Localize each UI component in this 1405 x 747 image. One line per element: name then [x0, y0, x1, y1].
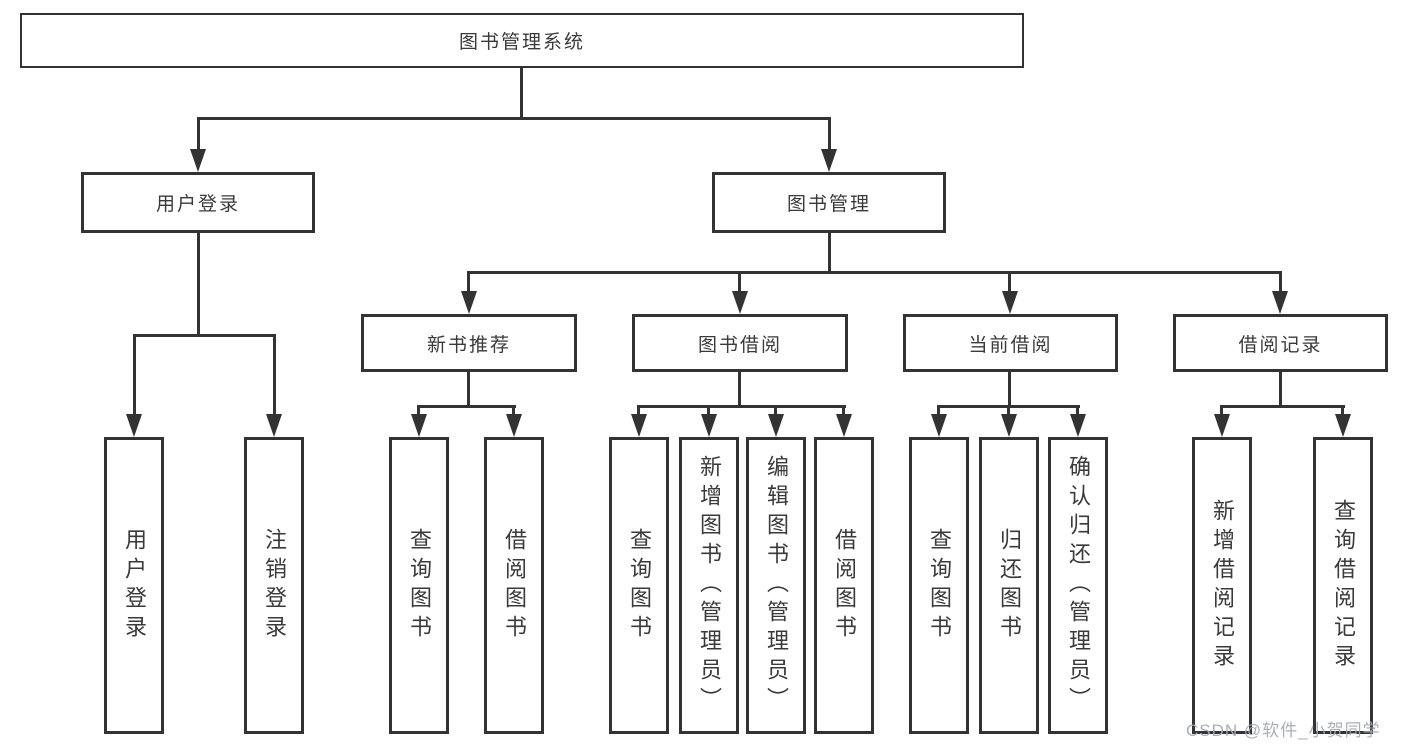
arrowhead-down-icon [1335, 414, 1351, 437]
node-leaf-user-login: 用户登录 [104, 437, 164, 734]
connector-line [467, 271, 470, 293]
node-new-book-recommendation: 新书推荐 [361, 314, 577, 372]
arrowhead-down-icon [126, 414, 142, 437]
connector-line [937, 405, 940, 416]
connector-line [417, 405, 420, 416]
node-label: 确认归还（管理员） [1066, 455, 1091, 716]
connector-line [197, 117, 831, 120]
node-label: 新增图书（管理员） [697, 455, 722, 716]
node-leaf-borrow-books: 借阅图书 [814, 437, 874, 734]
arrowhead-down-icon [1070, 414, 1086, 437]
connector-line [1008, 371, 1011, 408]
node-leaf-query-books-borrowing: 查询图书 [609, 437, 669, 734]
node-current-borrowing: 当前借阅 [903, 314, 1118, 372]
node-label: 查询借阅记录 [1331, 498, 1356, 673]
node-label: 归还图书 [997, 527, 1022, 644]
node-leaf-borrow-books-recommend: 借阅图书 [484, 437, 544, 734]
node-label: 注销登录 [262, 527, 287, 644]
connector-line [637, 405, 846, 408]
arrowhead-down-icon [836, 414, 852, 437]
node-leaf-confirm-return-admin: 确认归还（管理员） [1048, 437, 1108, 734]
node-leaf-query-borrow-record: 查询借阅记录 [1313, 437, 1373, 734]
node-label: 借阅图书 [832, 527, 857, 644]
arrowhead-down-icon [1002, 291, 1018, 314]
arrowhead-down-icon [931, 414, 947, 437]
node-label: 借阅图书 [502, 527, 527, 644]
arrowhead-down-icon [266, 414, 282, 437]
node-label: 借阅记录 [1238, 334, 1323, 356]
node-label: 编辑图书（管理员） [764, 455, 789, 716]
node-label: 用户登录 [122, 527, 147, 644]
connector-line [738, 271, 741, 293]
connector-line [1341, 405, 1344, 416]
node-label: 查询图书 [627, 527, 652, 644]
arrowhead-down-icon [732, 291, 748, 314]
connector-line [512, 405, 515, 416]
connector-line [1220, 405, 1223, 416]
connector-line [1007, 405, 1010, 416]
arrowhead-down-icon [701, 414, 717, 437]
node-leaf-return-books: 归还图书 [979, 437, 1039, 734]
arrowhead-down-icon [1272, 291, 1288, 314]
node-label: 新书推荐 [426, 334, 511, 356]
connector-line [828, 233, 831, 274]
connector-line [1220, 405, 1345, 408]
arrowhead-down-icon [1214, 414, 1230, 437]
connector-line [417, 405, 516, 408]
connector-line [197, 233, 200, 337]
arrowhead-down-icon [1001, 414, 1017, 437]
connector-line [1279, 371, 1282, 408]
arrowhead-down-icon [506, 414, 522, 437]
node-label: 用户登录 [155, 194, 240, 215]
node-book-borrowing: 图书借阅 [632, 314, 848, 372]
connector-line [1076, 405, 1079, 416]
connector-line [197, 117, 200, 152]
connector-line [738, 371, 741, 408]
connector-line [707, 405, 710, 416]
arrowhead-down-icon [190, 149, 206, 172]
connector-line [133, 334, 276, 337]
connector-line [637, 405, 640, 416]
node-label: 新增借阅记录 [1210, 498, 1235, 673]
arrowhead-down-icon [768, 414, 784, 437]
connector-line [520, 68, 523, 120]
node-label: 查询图书 [407, 527, 432, 644]
node-book-management: 图书管理 [712, 172, 946, 233]
node-leaf-logout: 注销登录 [244, 437, 304, 734]
connector-line [133, 334, 136, 417]
connector-line [467, 271, 1282, 274]
node-user-login: 用户登录 [81, 172, 315, 233]
connector-line [774, 405, 777, 416]
node-borrowing-records: 借阅记录 [1173, 314, 1388, 372]
arrowhead-down-icon [411, 414, 427, 437]
node-label: 图书管理 [786, 194, 871, 215]
arrowhead-down-icon [461, 291, 477, 314]
node-label: 查询图书 [927, 527, 952, 644]
connector-line [273, 334, 276, 417]
node-leaf-edit-books-admin: 编辑图书（管理员） [746, 437, 806, 734]
node-leaf-query-books-recommend: 查询图书 [389, 437, 449, 734]
connector-line [842, 405, 845, 416]
node-leaf-add-borrow-record: 新增借阅记录 [1192, 437, 1252, 734]
arrowhead-down-icon [631, 414, 647, 437]
node-leaf-add-books-admin: 新增图书（管理员） [679, 437, 739, 734]
node-library-system: 图书管理系统 [20, 13, 1024, 68]
node-label: 当前借阅 [968, 334, 1053, 356]
connector-line [467, 371, 470, 408]
node-label: 图书管理系统 [458, 32, 585, 53]
arrowhead-down-icon [821, 149, 837, 172]
csdn-watermark: CSDN @软件_小贺同学 [1186, 721, 1381, 740]
connector-line [1279, 271, 1282, 293]
node-leaf-query-books-current: 查询图书 [909, 437, 969, 734]
node-label: 图书借阅 [697, 334, 782, 356]
connector-line [828, 117, 831, 152]
connector-line [1008, 271, 1011, 293]
